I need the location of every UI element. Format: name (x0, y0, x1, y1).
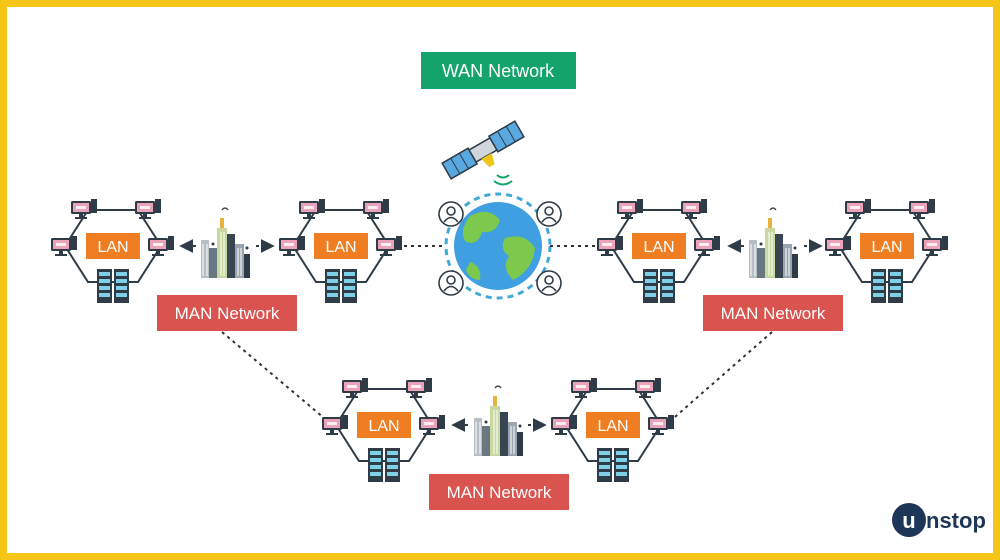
lan-label: LAN (325, 239, 356, 256)
globe-icon (444, 192, 552, 300)
computer-icon (551, 415, 577, 435)
man-network-text: MAN Network (721, 304, 826, 323)
lan-label: LAN (643, 239, 674, 256)
lan-label-box (860, 233, 914, 259)
computer-icon (635, 378, 661, 398)
lan-cluster: LAN (551, 378, 674, 482)
lan-cluster: LAN (322, 378, 445, 482)
computer-icon (406, 378, 432, 398)
computer-icon (279, 236, 305, 256)
server-rack-icon (325, 269, 357, 303)
computer-icon (419, 415, 445, 435)
server-rack-icon (871, 269, 903, 303)
man-network-label: MAN Network (429, 474, 569, 510)
lan-label: LAN (368, 418, 399, 435)
unstop-logo: u nstop (892, 503, 986, 537)
city-buildings-icon (200, 207, 251, 279)
man-network-label: MAN Network (703, 295, 843, 331)
computer-icon (681, 199, 707, 219)
lan-cluster: LAN (825, 199, 948, 303)
man-network-text: MAN Network (175, 304, 280, 323)
lan-cluster: LAN (597, 199, 720, 303)
lan-label-box (314, 233, 368, 259)
lan-label: LAN (871, 239, 902, 256)
computer-icon (376, 236, 402, 256)
lan-cluster: LAN (279, 199, 402, 303)
lan-label: LAN (597, 418, 628, 435)
wan-network-text: WAN Network (442, 61, 555, 81)
lan-cluster: LAN (51, 199, 174, 303)
lan-label: LAN (97, 239, 128, 256)
svg-text:nstop: nstop (926, 508, 986, 533)
user-icon (536, 270, 562, 296)
server-rack-icon (97, 269, 129, 303)
computer-icon (597, 236, 623, 256)
computer-icon (322, 415, 348, 435)
server-rack-icon (597, 448, 629, 482)
server-rack-icon (368, 448, 400, 482)
computer-icon (922, 236, 948, 256)
computer-icon (694, 236, 720, 256)
computer-icon (148, 236, 174, 256)
computer-icon (909, 199, 935, 219)
computer-icon (825, 236, 851, 256)
lan-label-box (357, 412, 411, 438)
computer-icon (51, 236, 77, 256)
computer-icon (363, 199, 389, 219)
svg-text:u: u (902, 508, 915, 533)
wan-network-label: WAN Network (421, 52, 576, 89)
city-buildings-icon (473, 385, 524, 457)
city-buildings-icon (748, 207, 799, 279)
lan-label-box (586, 412, 640, 438)
satellite-icon (441, 120, 525, 180)
user-icon (536, 201, 562, 227)
lan-label-box (632, 233, 686, 259)
lan-label-box (86, 233, 140, 259)
man-network-text: MAN Network (447, 483, 552, 502)
user-icon (438, 201, 464, 227)
man-link (667, 331, 773, 424)
user-icon (438, 270, 464, 296)
man-network-label: MAN Network (157, 295, 297, 331)
computer-icon (135, 199, 161, 219)
server-rack-icon (643, 269, 675, 303)
man-link (221, 331, 331, 424)
computer-icon (648, 415, 674, 435)
